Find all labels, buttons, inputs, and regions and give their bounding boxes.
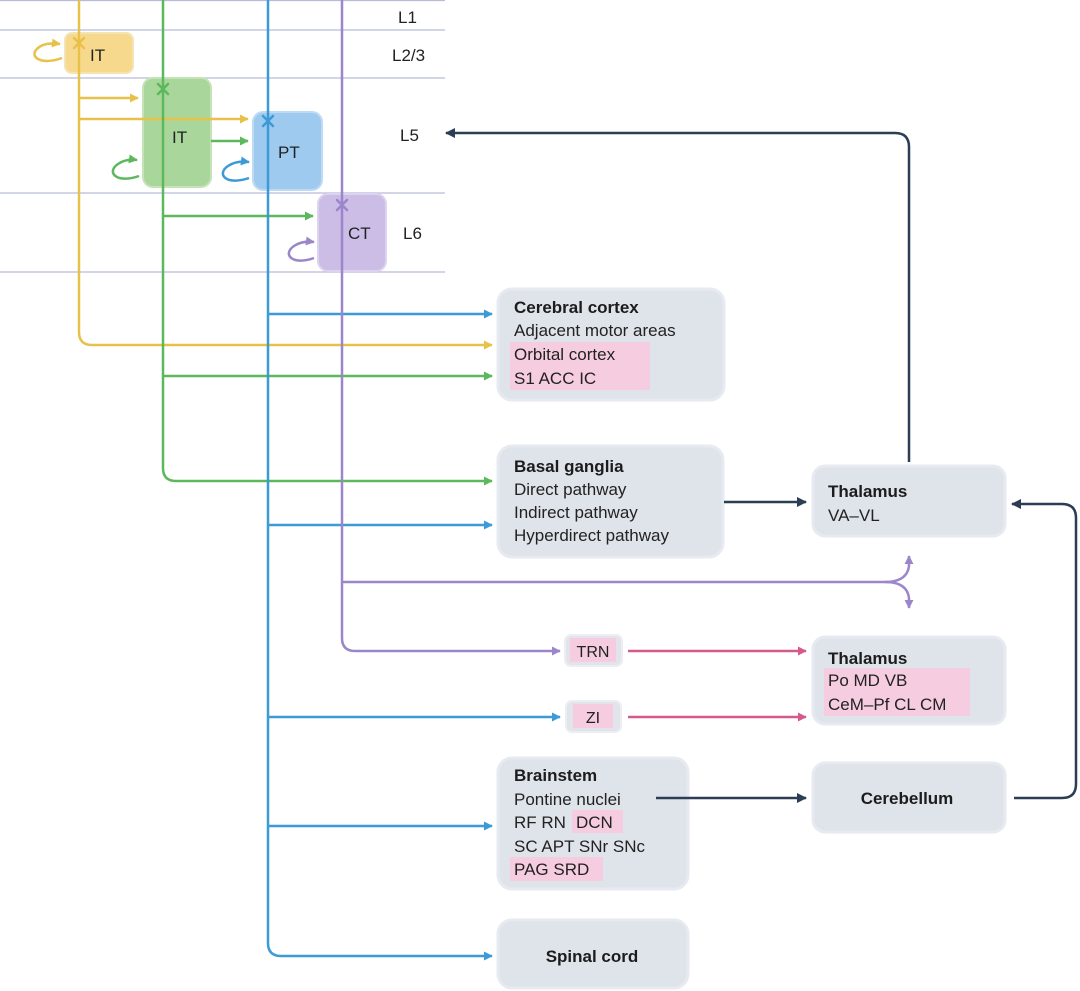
layer-label-l6: L6 <box>403 224 422 243</box>
highlights <box>510 342 970 881</box>
brainstem-line-pontine: Pontine nuclei <box>514 790 621 809</box>
basal-ganglia-title: Basal ganglia <box>514 457 624 476</box>
highlight-cem <box>824 692 970 716</box>
pt-recurrent <box>221 156 250 182</box>
thalamus-motor-line-1: VA–VL <box>828 506 880 525</box>
highlight-s1 <box>510 366 650 390</box>
it-l5-soma-cross <box>156 82 170 96</box>
brainstem-line-dcn: DCN <box>576 813 613 832</box>
it-l23-soma-cross <box>72 36 86 50</box>
pt-projections <box>221 0 561 961</box>
ct-label: CT <box>348 224 371 243</box>
it-l5-projections <box>111 0 493 486</box>
brainstem-line-rf-rn: RF RN <box>514 813 566 832</box>
it-l23-cell <box>64 32 134 74</box>
highlight-trn <box>570 638 616 662</box>
layer-label-l5: L5 <box>400 126 419 145</box>
ct-cell <box>317 193 387 272</box>
spinal-cord-box <box>496 918 690 990</box>
basal-ganglia-line-2: Indirect pathway <box>514 503 638 522</box>
basal-ganglia-line-1: Direct pathway <box>514 480 627 499</box>
it-l23-label: IT <box>90 46 105 65</box>
cerebral-cortex-line-1: Adjacent motor areas <box>514 321 676 340</box>
ct-soma-cross <box>335 198 349 212</box>
highlight-pag <box>510 857 603 881</box>
cerebellum-to-thalamus <box>1011 499 1078 800</box>
it-l5-cell <box>142 77 212 188</box>
cerebellum-box <box>811 761 1007 834</box>
ct-recurrent <box>287 236 315 262</box>
layer-label-l1: L1 <box>398 8 417 27</box>
brainstem-title: Brainstem <box>514 766 597 785</box>
it-l5-label: IT <box>172 128 187 147</box>
cerebral-cortex-line-2: Orbital cortex <box>514 345 616 364</box>
brainstem-line-sc: SC APT SNr SNc <box>514 837 645 856</box>
it-l5-recurrent <box>111 154 140 180</box>
cerebral-cortex-title: Cerebral cortex <box>514 298 639 317</box>
pt-label: PT <box>278 143 300 162</box>
highlight-dcn <box>572 810 623 833</box>
subcortical-loops <box>445 128 1078 803</box>
pt-soma-cross <box>261 114 275 128</box>
ct-to-thalamus <box>342 555 914 584</box>
soma-markers <box>72 36 349 212</box>
trn-label: TRN <box>577 644 610 661</box>
it-l23-recurrent <box>33 38 63 63</box>
ct-axon <box>340 0 561 656</box>
cerebellum-label: Cerebellum <box>861 789 954 808</box>
thalamus-other-title: Thalamus <box>828 649 907 668</box>
inhibitory-projections <box>628 646 807 722</box>
zi-label: ZI <box>586 710 600 727</box>
highlight-po <box>824 668 970 692</box>
layer-label-l23: L2/3 <box>392 46 425 65</box>
it-l23-axon <box>77 0 493 350</box>
basal-ganglia-line-3: Hyperdirect pathway <box>514 526 669 545</box>
thalamus-motor-box <box>811 464 1007 538</box>
highlight-orbital <box>510 342 650 366</box>
pt-cell <box>252 111 323 191</box>
highlight-zi <box>573 704 613 728</box>
thalamus-to-l5 <box>445 128 911 462</box>
thalamus-motor-title: Thalamus <box>828 482 907 501</box>
thalamus-other-line-1: Po MD VB <box>828 671 907 690</box>
pt-axon <box>266 0 493 961</box>
spinal-cord-label: Spinal cord <box>546 947 639 966</box>
thalamus-other-line-2: CeM–Pf CL CM <box>828 695 946 714</box>
it-l5-axon <box>161 0 493 486</box>
cerebral-cortex-line-3: S1 ACC IC <box>514 369 596 388</box>
ct-projections <box>287 0 914 656</box>
basal-ganglia-box <box>496 444 725 559</box>
ct-to-thalamus-branch <box>884 580 914 609</box>
brainstem-line-pag: PAG SRD <box>514 860 589 879</box>
